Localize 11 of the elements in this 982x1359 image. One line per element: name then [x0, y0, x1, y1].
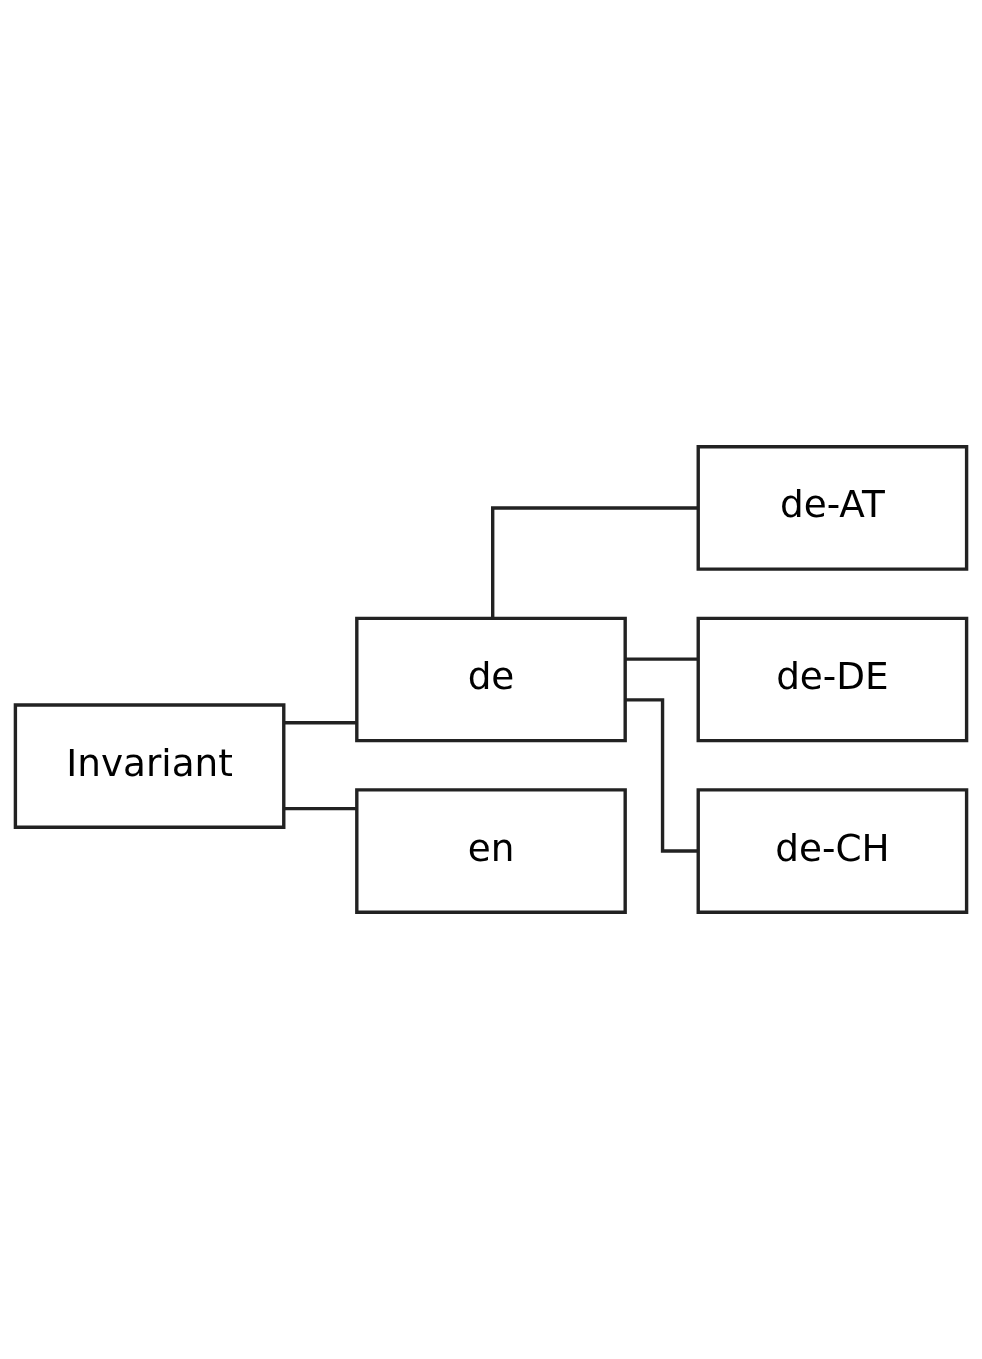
node-box: en	[355, 788, 627, 914]
connector	[625, 698, 698, 853]
node-box: de-CH	[696, 788, 969, 914]
node-box: de-DE	[696, 616, 969, 743]
connector	[625, 657, 699, 661]
node-box: Invariant	[13, 703, 286, 829]
node-box: de	[355, 616, 627, 743]
connector	[284, 806, 357, 811]
connector	[491, 506, 699, 619]
connector	[284, 721, 357, 725]
node-box: de-AT	[696, 445, 969, 571]
